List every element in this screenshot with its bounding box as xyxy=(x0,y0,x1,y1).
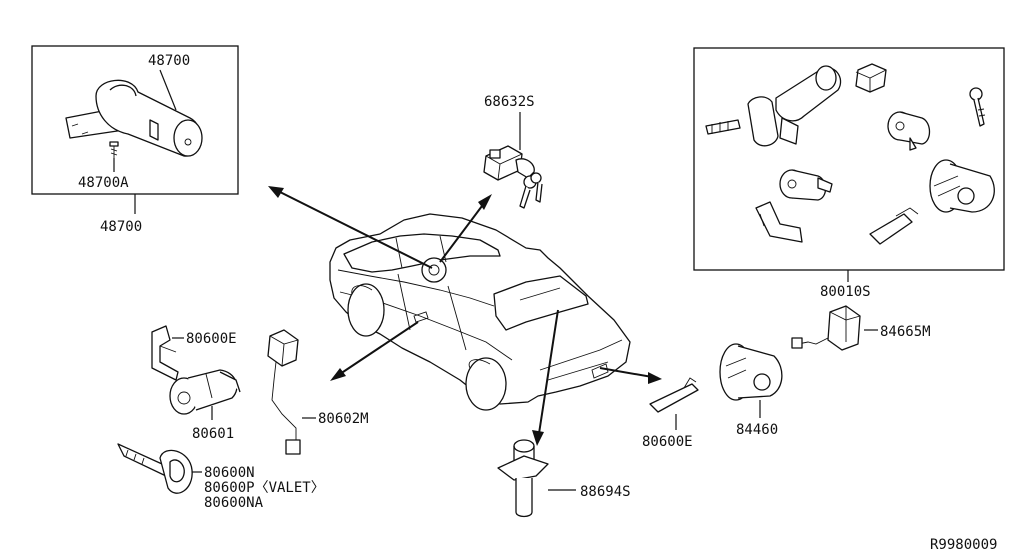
lock-kit-box xyxy=(693,47,1005,271)
vehicle-illustration xyxy=(329,213,631,411)
rod-right-icon xyxy=(649,377,699,413)
trunk-lock-icon xyxy=(719,343,783,401)
trunk-opener-icon xyxy=(497,439,549,518)
bracket-left-icon xyxy=(151,325,179,381)
label-88694s: 88694S xyxy=(580,484,631,500)
label-80600na: 80600NA xyxy=(204,495,264,511)
harness-right-group: 84665M xyxy=(791,305,931,351)
harness-left-icon xyxy=(267,329,301,455)
label-80600p-valet: 80600P〈VALET〉 xyxy=(204,480,325,496)
harness-right-icon xyxy=(791,305,861,351)
label-80601: 80601 xyxy=(192,426,234,442)
key-icon xyxy=(117,443,193,494)
steering-lock-group: 48700 48700A 48700 xyxy=(31,45,239,235)
ignition-switch-group: 68632S xyxy=(483,94,543,209)
label-84460: 84460 xyxy=(736,422,778,438)
trunk-lock-group: 84460 xyxy=(719,343,783,438)
bracket-left-group: 80600E xyxy=(151,325,237,381)
label-80602m: 80602M xyxy=(318,411,369,427)
lock-kit-group: 80010S xyxy=(693,47,1005,300)
label-48700-top: 48700 xyxy=(148,53,190,69)
harness-left-group: 80602M xyxy=(267,329,369,455)
label-80010s: 80010S xyxy=(820,284,871,300)
door-lock-icon xyxy=(169,369,241,415)
label-68632s: 68632S xyxy=(484,94,535,110)
door-lock-group: 80601 xyxy=(169,369,241,442)
label-80600e-left: 80600E xyxy=(186,331,237,347)
label-84665m: 84665M xyxy=(880,324,931,340)
ignition-switch-icon xyxy=(483,145,543,209)
trunk-opener-group: 88694S xyxy=(497,439,631,518)
pointer-arrows xyxy=(268,186,662,446)
label-80600n: 80600N xyxy=(204,465,255,481)
label-48700-bottom: 48700 xyxy=(100,219,142,235)
reference-code: R9980009 xyxy=(930,537,997,553)
lock-kit-parts-icon xyxy=(705,63,995,245)
steering-lock-icon xyxy=(65,79,203,158)
label-48700a: 48700A xyxy=(78,175,129,191)
rod-right-group: 80600E xyxy=(642,377,699,450)
label-80600e-right: 80600E xyxy=(642,434,693,450)
keys-group: 80600N 80600P〈VALET〉 80600NA xyxy=(117,443,325,511)
